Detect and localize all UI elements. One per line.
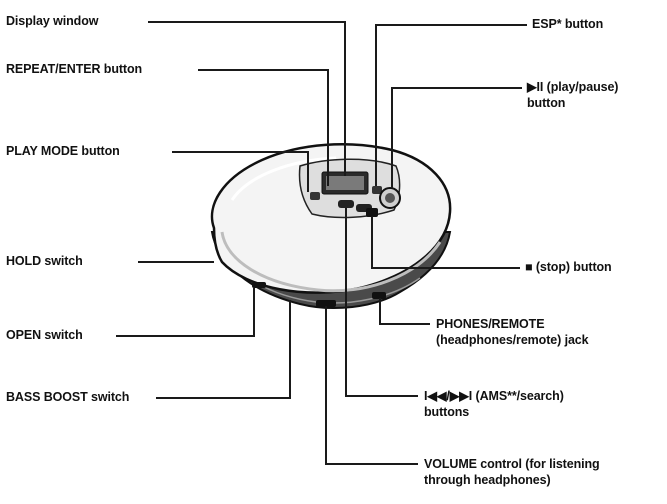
leader-open (116, 288, 255, 337)
leader-phones (379, 298, 430, 325)
label-play-mode-button: PLAY MODE button (6, 144, 120, 158)
leader-bass-boost (156, 300, 291, 399)
leader-volume (325, 306, 418, 465)
cd-player-body (210, 143, 452, 309)
label-play-pause-button: ▶II (play/pause) button (527, 80, 619, 110)
label-hold-switch: HOLD switch (6, 254, 83, 268)
leader-display-window (148, 21, 346, 176)
label-bass-boost-switch: BASS BOOST switch (6, 390, 130, 404)
label-repeat-enter-button: REPEAT/ENTER button (6, 62, 143, 76)
label-esp-button: ESP* button (532, 17, 604, 31)
leader-play-pause (391, 87, 522, 188)
label-stop-button: ■ (stop) button (525, 260, 612, 274)
leader-esp (375, 24, 527, 186)
leader-repeat-enter (198, 69, 329, 186)
leader-lines (116, 21, 527, 465)
leader-ams (345, 208, 418, 397)
label-ams-search-buttons: I◀◀/▶▶I (AMS**/search) buttons (424, 389, 564, 419)
leader-play-mode (172, 151, 309, 192)
leader-stop (371, 216, 520, 269)
label-volume-control: VOLUME control (for listening through he… (424, 457, 600, 487)
label-open-switch: OPEN switch (6, 328, 83, 342)
label-phones-remote-jack: PHONES/REMOTE (headphones/remote) jack (436, 317, 589, 347)
label-display-window: Display window (6, 14, 99, 28)
